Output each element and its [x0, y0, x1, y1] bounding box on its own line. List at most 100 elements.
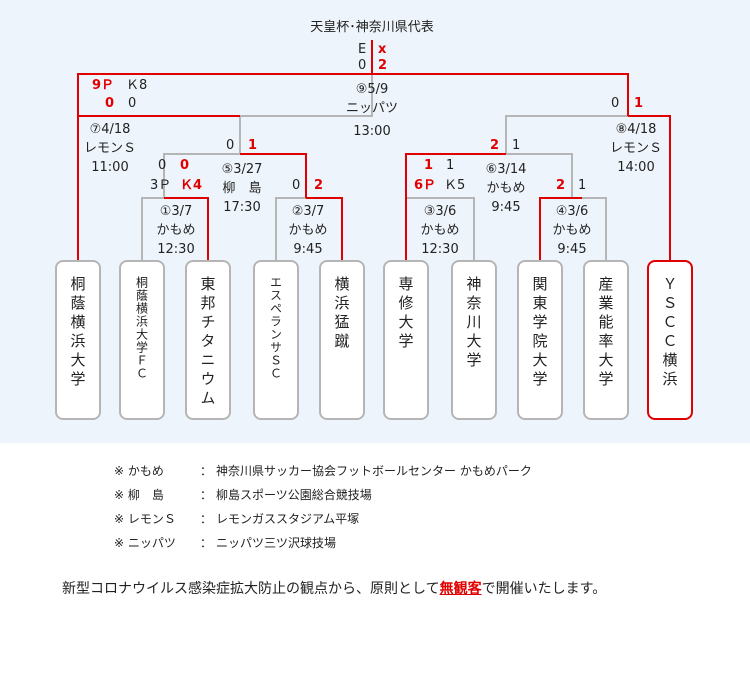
legend-value: 神奈川県サッカー協会フットボールセンター かもめパーク — [216, 464, 532, 478]
r1c-venue: かもめ — [420, 223, 460, 238]
team-name: 産業能率大学 — [596, 276, 615, 390]
r1a-info: ①3/7 かもめ 12:30 — [156, 202, 195, 259]
team-box: 神奈川大学 — [451, 260, 497, 420]
team-box: 関東学院大学 — [517, 260, 563, 420]
r1b-time: 9:45 — [293, 242, 323, 257]
team-box: 東邦チタニウム — [185, 260, 231, 420]
line-final-winner — [372, 73, 629, 116]
final-right-pk: x — [378, 42, 387, 57]
team-name: ＹＳＣＣ横浜 — [660, 276, 679, 390]
semi-left-venue: レモンＳ — [83, 141, 137, 156]
legend-separator: ： — [200, 512, 213, 526]
r1c-left-pk: 6Ｐ — [414, 178, 437, 193]
r1a-time: 12:30 — [157, 242, 195, 257]
notice-before: 新型コロナウイルス感染症拡大防止の観点から、原則として — [62, 581, 440, 597]
team-box: 桐蔭横浜大学ＦＣ — [119, 260, 165, 420]
semi-left-left-score: 0 — [105, 96, 115, 111]
qf2-left-score: 2 — [490, 138, 500, 153]
legend-separator: ： — [200, 464, 213, 478]
team-box: エスペランサＳＣ — [253, 260, 299, 420]
team-box: 横浜猛蹴 — [319, 260, 365, 420]
legend-row: ※ レモンＳ：レモンガススタジアム平塚 — [114, 507, 532, 531]
line-semi-right-left — [505, 115, 628, 154]
legend-key: ※ ニッパツ — [114, 536, 176, 550]
bracket-title: 天皇杯･神奈川県代表 — [310, 20, 434, 35]
legend-row: ※ 柳 島 ：柳島スポーツ公園総合競技場 — [114, 483, 532, 507]
r1b-right-score: 2 — [314, 178, 324, 193]
team-box: 産業能率大学 — [583, 260, 629, 420]
semi-left-info: ⑦4/18 レモンＳ 11:00 — [84, 120, 136, 177]
legend-row: ※ ニッパツ：ニッパツ三ツ沢球技場 — [114, 531, 532, 555]
legend-value: 柳島スポーツ公園総合競技場 — [216, 488, 372, 502]
r1b-number: ②3/7 — [291, 204, 325, 219]
team-box: 専修大学 — [383, 260, 429, 420]
r1c-right-pk: Ｋ5 — [444, 178, 466, 193]
r1c-left-score: 1 — [424, 158, 434, 173]
r1b-info: ②3/7 かもめ 9:45 — [288, 202, 327, 259]
line-r1d-right — [582, 197, 607, 260]
line-qf1-winner — [240, 153, 307, 198]
qf2-number: ⑥3/14 — [485, 162, 527, 177]
r1d-right-score: 1 — [578, 178, 587, 193]
qf2-info: ⑥3/14 かもめ 9:45 — [486, 160, 527, 217]
notice-text: 新型コロナウイルス感染症拡大防止の観点から、原則として無観客で開催いたします。 — [62, 578, 606, 598]
line-semi-left-up — [77, 73, 372, 116]
legend-key: ※ 柳 島 — [114, 488, 164, 502]
r1a-right-pk: Ｋ4 — [180, 178, 203, 193]
team-box: 桐蔭横浜大学 — [55, 260, 101, 420]
semi-right-time: 14:00 — [617, 160, 655, 175]
notice-after: で開催いたします。 — [481, 581, 607, 597]
qf2-right-score: 1 — [512, 138, 521, 153]
team-name: 東邦チタニウム — [198, 276, 217, 409]
bracket-lines — [77, 40, 671, 260]
r1c-right-score: 1 — [446, 158, 455, 173]
semi-left-number: ⑦4/18 — [89, 122, 131, 137]
team-name: 桐蔭横浜大学 — [68, 276, 87, 390]
final-number: ⑨5/9 — [355, 82, 389, 97]
r1d-info: ④3/6 かもめ 9:45 — [552, 202, 591, 259]
final-left-score: 0 — [358, 58, 367, 73]
line-qf2-winner — [405, 153, 506, 198]
qf2-time: 9:45 — [491, 200, 521, 215]
venue-legend: ※ かもめ：神奈川県サッカー協会フットボールセンター かもめパーク ※ 柳 島 ：… — [114, 459, 532, 555]
r1a-right-score: 0 — [180, 158, 190, 173]
team-name: 横浜猛蹴 — [332, 276, 351, 352]
team-name: 神奈川大学 — [464, 276, 483, 371]
line-semi-right-winner — [628, 115, 671, 260]
qf1-left-score: 0 — [226, 138, 235, 153]
semi-right-number: ⑧4/18 — [615, 122, 657, 137]
qf1-time: 17:30 — [223, 200, 261, 215]
r1d-left-score: 2 — [556, 178, 566, 193]
final-info: ⑨5/9 ニッパツ 13:00 — [346, 80, 398, 141]
line-r1c-right — [406, 197, 475, 260]
r1a-left-score: 0 — [158, 158, 167, 173]
semi-left-time: 11:00 — [91, 160, 129, 175]
r1b-left-score: 0 — [292, 178, 301, 193]
semi-right-info: ⑧4/18 レモンＳ 14:00 — [610, 120, 662, 177]
bracket-area: 天皇杯･神奈川県代表 E x 0 2 ⑨5/9 ニッパツ 13:00 9Ｐ Ｋ8… — [0, 0, 750, 443]
r1a-number: ①3/7 — [159, 204, 193, 219]
semi-right-venue: レモンＳ — [609, 141, 663, 156]
line-r1b-left — [275, 197, 306, 260]
r1d-number: ④3/6 — [555, 204, 589, 219]
final-left-pk: E — [358, 42, 367, 57]
line-qf1-left — [163, 153, 240, 198]
legend-separator: ： — [200, 488, 213, 502]
notice-highlight: 無観客 — [439, 581, 482, 597]
final-venue: ニッパツ — [345, 101, 399, 116]
qf1-venue: 柳 島 — [222, 181, 262, 196]
line-r1b-winner — [306, 197, 343, 260]
line-r1d-winner — [539, 197, 582, 260]
semi-right-right-score: 1 — [634, 96, 644, 111]
r1c-time: 12:30 — [421, 242, 459, 257]
legend-row: ※ かもめ：神奈川県サッカー協会フットボールセンター かもめパーク — [114, 459, 532, 483]
semi-right-left-score: 0 — [611, 96, 620, 111]
semi-left-right-pk: Ｋ8 — [126, 78, 148, 93]
line-semi-left-right — [239, 74, 373, 154]
r1a-left-pk: 3Ｐ — [150, 178, 172, 193]
team-name: 専修大学 — [396, 276, 415, 352]
r1b-venue: かもめ — [288, 223, 328, 238]
qf1-info: ⑤3/27 柳 島 17:30 — [222, 160, 263, 217]
line-r1a-winner — [164, 197, 209, 260]
r1a-venue: かもめ — [156, 223, 196, 238]
